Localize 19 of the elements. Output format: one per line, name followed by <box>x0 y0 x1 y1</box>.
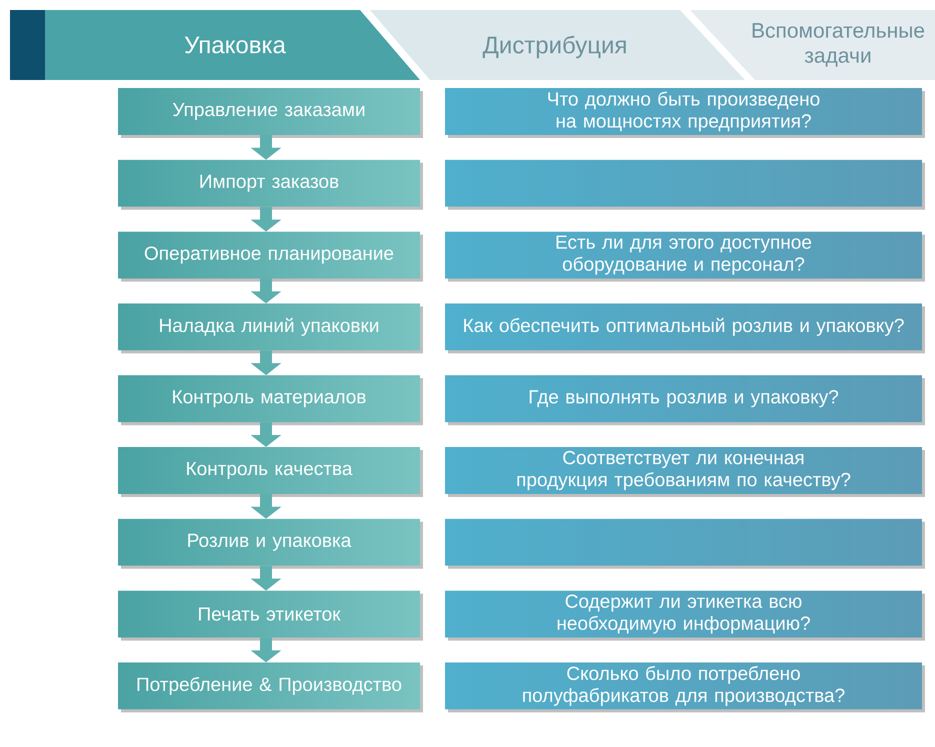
step-box: Контроль материалов <box>118 375 423 426</box>
step-box: Потребление & Производство <box>118 662 423 712</box>
step-box: Импорт заказов <box>118 160 423 210</box>
question-box: Сколько было потреблено полуфабрикатов для производства? <box>445 662 925 712</box>
step-box: Контроль качества <box>118 447 423 497</box>
question-box: Что должно быть произведено на мощностях предприятия? <box>445 88 925 138</box>
question-box: Есть ли для этого доступное оборудование и персонал? <box>445 232 925 282</box>
step-box: Печать этикеток <box>118 590 423 641</box>
question-box: Где выполнять розлив и упаковку? <box>445 375 925 426</box>
question-box: Содержит ли этикетка всю необходимую информацию? <box>445 590 925 641</box>
header-tab: Упаковка <box>45 10 420 80</box>
question-box: Соответствует ли конечная продукция требованиям по качеству? <box>445 447 925 497</box>
step-box: Управление заказами <box>118 88 423 138</box>
step-box: Оперативное планирование <box>118 232 423 282</box>
step-box: Розлив и упаковка <box>118 518 423 569</box>
question-box: Как обеспечить оптимальный розлив и упаковку? <box>445 303 925 354</box>
step-box: Наладка линий упаковки <box>118 303 423 354</box>
header-tab: Вспомогательные задачи <box>690 10 935 80</box>
header-tab: Дистрибуция <box>370 10 745 80</box>
